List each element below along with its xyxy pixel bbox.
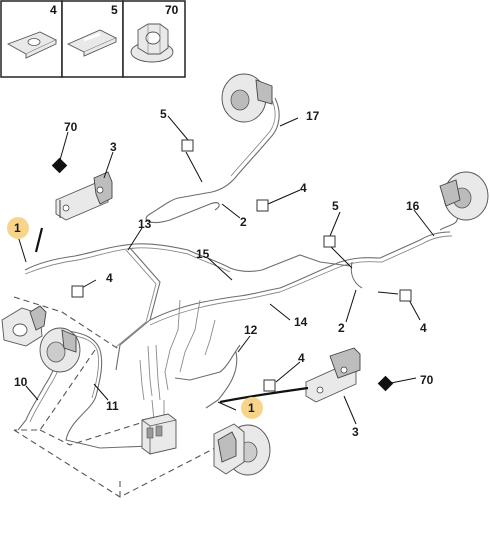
highlight-badge-left <box>7 217 29 239</box>
callout-70-bottom[interactable]: 70 <box>420 373 434 387</box>
brake-pipe-14[interactable] <box>261 231 453 293</box>
front-left-brake-disc[interactable] <box>39 327 81 373</box>
callout-2-upper[interactable]: 2 <box>240 215 247 229</box>
callout-15[interactable]: 15 <box>196 247 210 261</box>
callout-3-bottom[interactable]: 3 <box>352 425 359 439</box>
callout-1-left[interactable]: 1 <box>14 221 21 235</box>
bracket-3-top[interactable] <box>55 171 113 221</box>
vehicle-outline <box>13 296 251 498</box>
callout-1-lower[interactable]: 1 <box>248 401 255 415</box>
callout-4-upper[interactable]: 4 <box>300 181 307 195</box>
legend-box-4[interactable]: 4 <box>0 0 63 78</box>
brake-pipe-16[interactable] <box>350 201 471 289</box>
brake-pipe-17[interactable] <box>145 97 280 223</box>
callout-labels: 70 3 5 17 4 2 13 1 4 15 5 16 14 2 4 12 1… <box>14 107 434 439</box>
callout-13[interactable]: 13 <box>138 217 152 231</box>
callout-70-top[interactable]: 70 <box>64 120 78 134</box>
brake-pipe-12[interactable] <box>174 344 241 409</box>
callout-5-right[interactable]: 5 <box>332 199 339 213</box>
callout-11[interactable]: 11 <box>106 399 119 413</box>
rear-left-brake-disc[interactable] <box>221 73 273 123</box>
center-pipe-bundle <box>139 299 216 421</box>
legend-box-4-number: 4 <box>50 3 57 17</box>
legend-box-70-number: 70 <box>165 3 179 17</box>
pipe-clip-icon <box>66 29 118 57</box>
abs-module[interactable] <box>141 413 177 455</box>
legend-box-5[interactable]: 5 <box>61 0 124 78</box>
flange-nut-icon <box>130 23 174 63</box>
legend-box-5-number: 5 <box>111 3 118 17</box>
callout-5-top[interactable]: 5 <box>160 107 167 121</box>
nut-70-marker-top <box>51 157 68 174</box>
rear-right-brake-disc[interactable] <box>439 171 489 221</box>
leader-lines <box>17 115 435 425</box>
callout-16[interactable]: 16 <box>406 199 420 213</box>
front-right-brake-assembly[interactable] <box>213 423 271 476</box>
spring-clip-icon <box>6 31 58 59</box>
callout-4-right[interactable]: 4 <box>420 321 427 335</box>
legend-box-70[interactable]: 70 <box>122 0 186 78</box>
callout-12[interactable]: 12 <box>244 323 258 337</box>
callout-2-right[interactable]: 2 <box>338 321 345 335</box>
highlight-badge-lower <box>241 397 263 419</box>
bracket-3-bottom[interactable] <box>305 347 361 403</box>
callout-3-top[interactable]: 3 <box>110 140 117 154</box>
brake-pipe-15[interactable] <box>149 287 281 326</box>
callout-17[interactable]: 17 <box>306 109 320 123</box>
callout-4-left[interactable]: 4 <box>106 271 113 285</box>
front-left-brake-caliper[interactable] <box>1 305 47 347</box>
callout-14[interactable]: 14 <box>294 315 308 329</box>
nut-70-marker-bottom <box>377 375 394 392</box>
callout-10[interactable]: 10 <box>14 375 28 389</box>
callout-4-lower[interactable]: 4 <box>298 351 305 365</box>
